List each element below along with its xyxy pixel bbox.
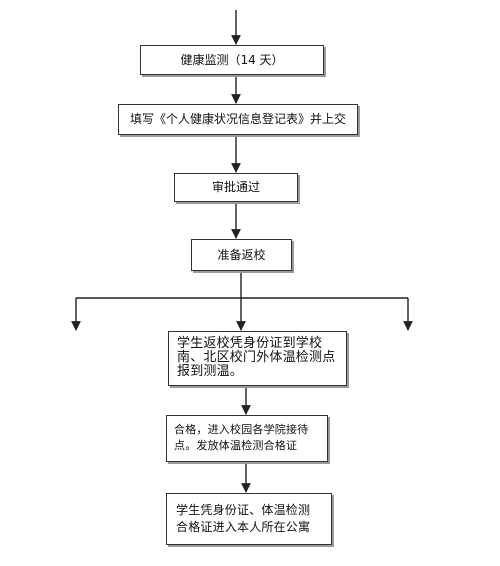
step-prepare-return: 准备返校 [191, 239, 292, 271]
step-approved-label: 审批通过 [211, 180, 260, 194]
step-prepare-return-label: 准备返校 [217, 247, 266, 262]
step-health-monitoring: 健康监测（14 天） [140, 45, 324, 75]
step-temperature-check-label: 学生返校凭身份证到学校南、北区校门外体温检测点报到测温。 [177, 336, 336, 379]
step-qualified: 合格，进入校园各学院接待点。发放体温检测合格证 [166, 415, 328, 462]
step-approved: 审批通过 [174, 173, 298, 202]
step-enter-dorm: 学生凭身份证、体温检测合格证进入本人所在公寓 [166, 493, 332, 545]
step-health-monitoring-label: 健康监测（14 天） [180, 52, 284, 67]
step-submit-form-label: 填写《个人健康状况信息登记表》并上交 [129, 112, 346, 126]
step-submit-form: 填写《个人健康状况信息登记表》并上交 [118, 104, 358, 135]
step-enter-dorm-label: 学生凭身份证、体温检测合格证进入本人所在公寓 [176, 503, 311, 534]
step-qualified-label: 合格，进入校园各学院接待点。发放体温检测合格证 [174, 423, 309, 452]
step-temperature-check: 学生返校凭身份证到学校南、北区校门外体温检测点报到测温。 [168, 331, 347, 386]
